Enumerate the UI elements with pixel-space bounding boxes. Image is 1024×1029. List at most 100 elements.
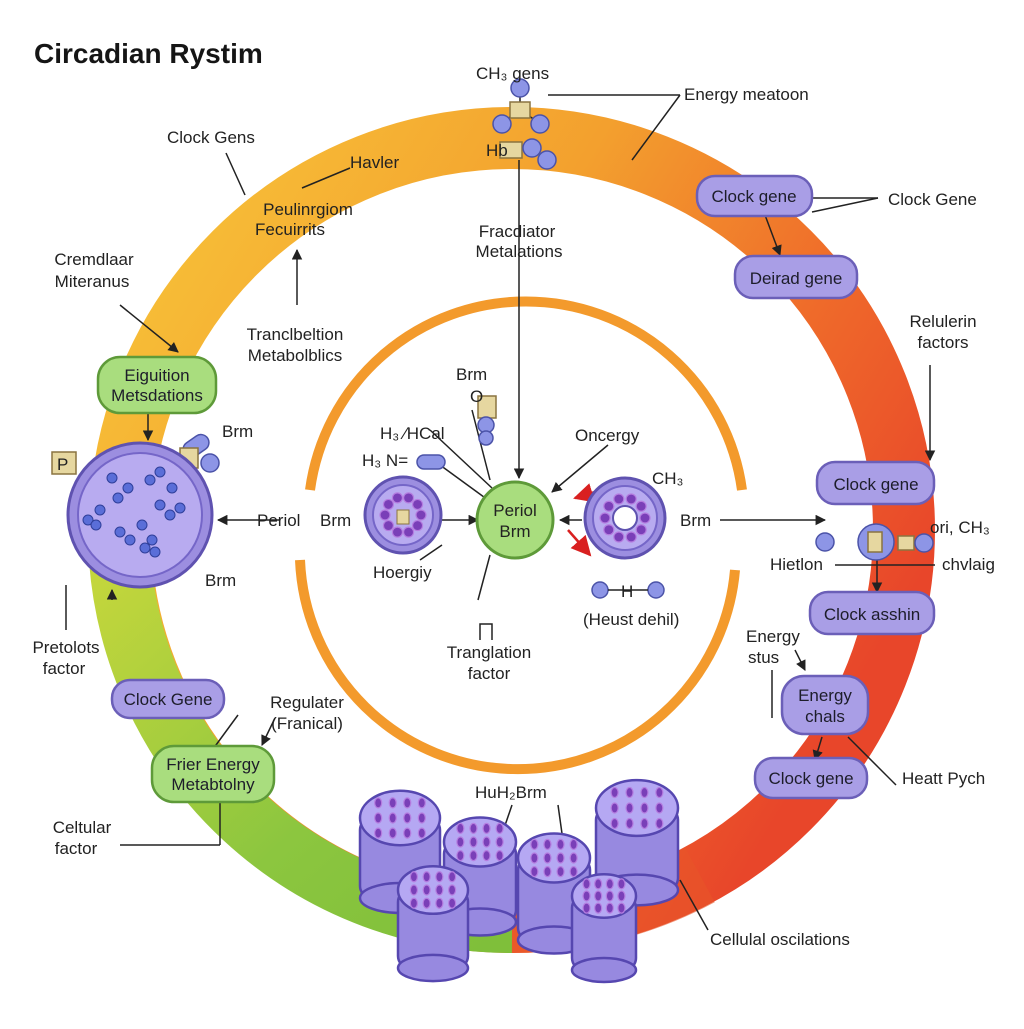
seed [556,852,565,864]
seed [582,890,591,902]
seed [605,890,614,902]
seed [556,838,565,851]
seed [625,817,634,830]
label-clock-gens: Clock Gens [167,128,255,147]
label-relulerin-1: Relulerin [909,312,976,331]
seed [599,512,611,524]
seed [603,524,615,536]
seed [469,822,478,835]
seed [543,865,552,878]
seed [447,871,457,883]
pill-clock-asshin: Clock asshin [808,590,936,636]
label-energy-stus-1: Energy [746,627,800,646]
seed [640,817,649,830]
label-cremdlaar-1: Cremdlaar [54,250,134,269]
molecule-top [492,78,557,170]
seed [655,786,664,799]
seed [409,884,419,896]
molecule-center-right [591,581,665,599]
cell-barrel [570,872,638,984]
label-periol-center-2: Brm [499,522,530,541]
seed [605,902,614,914]
svg-text:Frier Energy: Frier Energy [166,755,260,774]
seed [403,827,412,839]
text-labels: CH₃ gens Energy meatoon Clock Gens Havle… [32,64,994,949]
symbol-bracket [479,623,493,640]
seed [543,852,552,864]
label-tranclbeltion-2: Metabolblics [248,346,343,365]
dot [149,546,161,558]
dot [82,514,94,526]
seed [382,498,395,511]
molecule-center-top [416,395,497,470]
dot [124,534,136,546]
dot [136,519,148,531]
seed [617,878,626,890]
label-tranglation-1: Tranglation [447,643,531,662]
seed [482,849,491,862]
seed [402,526,415,538]
svg-text:Metsdations: Metsdations [111,386,203,405]
seed [403,797,412,809]
seed [582,902,591,914]
label-small-p: P [57,455,68,474]
pill-clock-gene-top: Clock gene [695,174,814,218]
atom [492,114,512,134]
label-chvlaig: chvlaig [942,555,995,574]
label-celtular-2: factor [55,839,98,858]
seed [639,512,651,524]
seed [594,902,603,914]
seed [640,786,649,799]
seed [409,897,419,909]
seed [422,871,431,883]
atom [522,138,542,158]
svg-text:Eiguition: Eiguition [124,366,189,385]
seed [610,786,619,799]
seed [411,519,424,532]
diagram-title: Circadian Rystim [34,38,263,69]
atom [510,78,530,98]
seed [456,836,465,848]
label-cremdlaar-2: Miteranus [55,272,130,291]
seed [617,890,626,902]
seed [610,817,619,830]
label-energy-meatoon: Energy meatoon [684,85,809,104]
seed [543,838,552,851]
label-celtular-1: Celtular [53,818,112,837]
seed [411,498,424,511]
seed [594,878,603,890]
seed [417,797,426,809]
cell-cluster [358,778,680,984]
seed [388,812,397,824]
seed [403,812,412,824]
label-brm-top-left: Brm [222,422,253,441]
seed [482,822,491,835]
label-periol: Periol [257,511,300,530]
dot [146,534,158,546]
seed [382,519,395,532]
seed [391,526,404,538]
label-oncergy: Oncergy [575,426,640,445]
pill-clock-gene-bottom: Clock gene [753,756,869,800]
label-relulerin-2: factors [917,333,968,352]
seed [569,852,578,864]
svg-text:Energy: Energy [798,686,852,705]
seed [625,531,637,543]
label-small-h: H [621,582,633,601]
label-regulater-1: Regulater [270,693,344,712]
label-hb: Hb [486,141,508,160]
label-brm-center-top: Brm [456,365,487,384]
red-arrows [567,483,596,557]
label-cellulal-oscil: Cellulal oscilations [710,930,850,949]
label-ori-ch3: ori, CH₃ [930,518,990,537]
seed [605,878,614,890]
label-hietlon: Hietlon [770,555,823,574]
seed [422,884,431,896]
center-cell-left [363,475,443,555]
dot [166,482,178,494]
seed [625,786,634,799]
center-node [475,480,555,560]
seed [530,865,539,878]
